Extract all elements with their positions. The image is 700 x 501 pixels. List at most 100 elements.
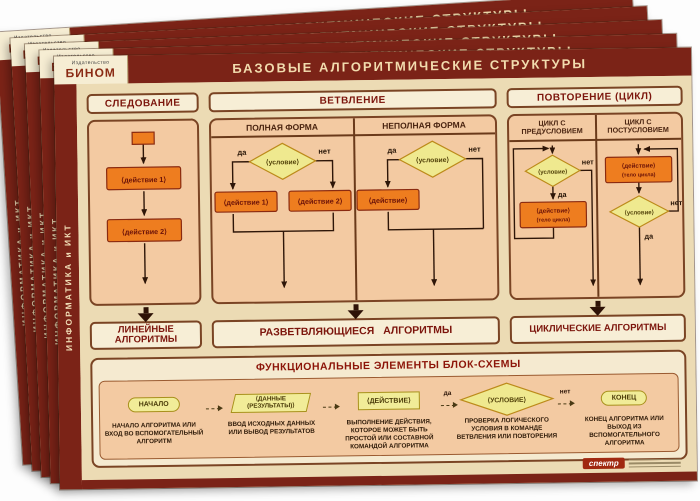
legend-item-desc: НАЧАЛО АЛГОРИТМА ИЛИ ВХОД ВО ВСПОМОГАТЕЛ…: [104, 421, 204, 446]
flow-arrow-yes-icon: да: [439, 382, 456, 452]
no-label: нет: [468, 145, 481, 154]
diamond-label: ⟨УСЛОВИЕ⟩: [487, 396, 526, 405]
full-form-column: ⟨условие⟩ да нет ⟨действие 1⟩ ⟨действие …: [211, 136, 355, 298]
caption-linear-algorithms: ЛИНЕЙНЫЕ АЛГОРИТМЫ: [89, 320, 203, 350]
condition-diamond: [608, 195, 670, 228]
condition-label: ⟨условие⟩: [538, 169, 568, 176]
post-loop-flowchart-svg: ⟨действие⟩ (тело цикла) ⟨условие⟩ нет да: [604, 144, 683, 286]
diamond-shape: [458, 382, 555, 416]
partial-form-column: ⟨условие⟩ да нет ⟨действие⟩: [353, 134, 497, 296]
loop-body-box: [604, 155, 673, 184]
no-label: нет: [559, 388, 571, 396]
action1-box: [105, 166, 182, 191]
yes-label: да: [443, 389, 452, 398]
action-label: ⟨действие⟩: [369, 196, 408, 206]
action2-label: ⟨действие 2⟩: [298, 196, 343, 206]
yes-label: да: [558, 190, 568, 199]
spektr-logo: спектр: [582, 456, 681, 470]
caption-branching-algorithms: РАЗВЕТВЛЯЮЩИЕСЯ АЛГОРИТМЫ: [211, 316, 501, 349]
legend-item-desc: ВВОД ИСХОДНЫХ ДАННЫХ ИЛИ ВЫВОД РЕЗУЛЬТАТ…: [227, 419, 316, 436]
legend-item-condition: ⟨УСЛОВИЕ⟩ ПРОВЕРКА ЛОГИЧЕСКОГО УСЛОВИЯ В…: [455, 380, 558, 451]
no-label: нет: [670, 198, 682, 207]
poster-front: Издательство БИНОМ БАЗОВЫЕ АЛГОРИТМИЧЕСК…: [54, 47, 697, 490]
loop-body-sublabel: (тело цикла): [622, 172, 656, 178]
loop-title: ПОВТОРЕНИЕ (ЦИКЛ): [506, 85, 683, 109]
sequence-title: СЛЕДОВАНИЕ: [86, 92, 199, 115]
arrow-to-cyclic-caption: [589, 300, 606, 317]
terminator-shape: КОНЕЦ: [600, 389, 648, 406]
publisher-logo: Издательство БИНОМ: [54, 55, 129, 85]
sequence-flowchart-svg: ⟨действие 1⟩ ⟨действие 2⟩: [105, 131, 183, 285]
flow-arrow-icon: [322, 384, 339, 454]
shape-zone: ⟨УСЛОВИЕ⟩: [455, 380, 557, 417]
action2-box: [288, 189, 352, 212]
section-branching: ВЕТВЛЕНИЕ ПОЛНАЯ ФОРМА НЕПОЛНАЯ ФОРМА: [208, 88, 500, 305]
publisher-name: БИНОМ: [65, 65, 116, 81]
shape-zone: ⟨ДЕЙСТВИЕ⟩: [338, 382, 440, 419]
condition-diamond: [524, 154, 582, 188]
loop-body-box: [519, 200, 588, 229]
loop-flowcharts: ЦИКЛ С ПРЕДУСЛОВИЕМ ЦИКЛ С ПОСТУСЛОВИЕМ: [506, 111, 686, 301]
pre-loop-label: ЦИКЛ С ПРЕДУСЛОВИЕМ: [521, 118, 583, 136]
shape-zone: НАЧАЛО: [103, 385, 205, 422]
sequence-flowchart: ⟨действие 1⟩ ⟨действие 2⟩: [86, 118, 202, 306]
branching-columns: ⟨условие⟩ да нет ⟨действие 1⟩ ⟨действие …: [211, 134, 497, 298]
fine-print-lines: [628, 456, 681, 469]
section-sequence: СЛЕДОВАНИЕ ⟨действие 1⟩ ⟨действие 2⟩: [86, 92, 202, 306]
full-form-label: ПОЛНАЯ ФОРМА: [246, 121, 319, 133]
legend-item-desc: ВЫПОЛНЕНИЕ ДЕЙСТВИЯ, КОТОРОЕ МОЖЕТ БЫТЬ …: [345, 418, 434, 450]
action-box: [356, 188, 420, 211]
legend-section: ФУНКЦИОНАЛЬНЫЕ ЭЛЕМЕНТЫ БЛОК-СХЕМЫ НАЧАЛ…: [90, 349, 688, 468]
legend-item-data: ⟨ДАННЫЕ (РЕЗУЛЬТАТЫ)⟩ ВВОД ИСХОДНЫХ ДАНН…: [220, 384, 323, 455]
entry-block: [131, 131, 155, 145]
no-label: нет: [582, 157, 594, 166]
terminator-shape: НАЧАЛО: [127, 396, 180, 412]
flow-arrow-no-icon: нет: [557, 380, 574, 450]
post-loop-column: ⟨действие⟩ (тело цикла) ⟨условие⟩ нет да: [595, 140, 683, 295]
yes-label: да: [644, 232, 654, 241]
legend-panel: НАЧАЛО НАЧАЛО АЛГОРИТМА ИЛИ ВХОД ВО ВСПО…: [98, 372, 680, 460]
post-loop-label: ЦИКЛ С ПОСТУСЛОВИЕМ: [607, 117, 669, 135]
yes-label: да: [387, 146, 397, 155]
arrow-to-branching-caption: [347, 304, 364, 320]
pre-loop-column: ⟨условие⟩ нет да ⟨действие⟩ (тело цикла): [509, 141, 597, 296]
caption-cyclic-algorithms: ЦИКЛИЧЕСКИЕ АЛГОРИТМЫ: [509, 313, 687, 345]
poster-body: СЛЕДОВАНИЕ ⟨действие 1⟩ ⟨действие 2⟩: [76, 75, 697, 490]
legend-item-desc: ПРОВЕРКА ЛОГИЧЕСКОГО УСЛОВИЯ В КОМАНДЕ В…: [456, 416, 558, 441]
shape-zone: ⟨ДАННЫЕ (РЕЗУЛЬТАТЫ)⟩: [220, 384, 322, 421]
section-loop: ПОВТОРЕНИЕ (ЦИКЛ) ЦИКЛ С ПРЕДУСЛОВИЕМ ЦИ…: [506, 85, 686, 301]
diamond-shape-svg: ⟨УСЛОВИЕ⟩: [458, 382, 555, 416]
arrow-to-linear-caption: [137, 307, 154, 323]
branching-flowcharts: ПОЛНАЯ ФОРМА НЕПОЛНАЯ ФОРМА: [208, 114, 500, 305]
sidebar-text: ИНФОРМАТИКА и ИКТ: [62, 222, 75, 351]
full-form-flowchart-svg: ⟨условие⟩ да нет ⟨действие 1⟩ ⟨действие …: [214, 142, 352, 289]
branching-title: ВЕТВЛЕНИЕ: [208, 88, 497, 113]
legend-item-action: ⟨ДЕЙСТВИЕ⟩ ВЫПОЛНЕНИЕ ДЕЙСТВИЯ, КОТОРОЕ …: [338, 382, 441, 453]
pre-loop-flowchart-svg: ⟨условие⟩ нет да ⟨действие⟩ (тело цикла): [512, 145, 597, 287]
condition-label: ⟨условие⟩: [624, 209, 654, 216]
loop-body-label: ⟨действие⟩: [622, 162, 656, 169]
rectangle-shape: ⟨ДЕЙСТВИЕ⟩: [357, 391, 420, 411]
yes-label: да: [237, 148, 247, 157]
action1-label: ⟨действие 1⟩: [224, 197, 269, 207]
action1-box: [214, 190, 278, 213]
loop-body-sublabel: (тело цикла): [537, 217, 571, 223]
legend-item-start: НАЧАЛО НАЧАЛО АЛГОРИТМА ИЛИ ВХОД ВО ВСПО…: [103, 385, 206, 456]
partial-form-label: НЕПОЛНАЯ ФОРМА: [382, 119, 466, 131]
legend-item-end: КОНЕЦ КОНЕЦ АЛГОРИТМА ИЛИ ВЫХОД ИЗ ВСПОМ…: [573, 379, 676, 450]
action1-label: ⟨действие 1⟩: [121, 175, 166, 185]
legend-item-desc: КОНЕЦ АЛГОРИТМА ИЛИ ВЫХОД ИЗ ВСПОМОГАТЕЛ…: [584, 414, 664, 447]
no-label: нет: [318, 147, 331, 156]
condition-diamond: [398, 140, 467, 178]
condition-label: ⟨условие⟩: [266, 158, 300, 166]
condition-label: ⟨условие⟩: [416, 156, 450, 164]
loop-body-label: ⟨действие⟩: [536, 207, 570, 214]
partial-form-flowchart-svg: ⟨условие⟩ да нет ⟨действие⟩: [356, 140, 485, 287]
shape-zone: КОНЕЦ: [573, 379, 675, 416]
flow-arrow-icon: [204, 385, 221, 455]
action2-label: ⟨действие 2⟩: [122, 227, 167, 237]
parallelogram-label: ⟨ДАННЫЕ (РЕЗУЛЬТАТЫ)⟩: [247, 394, 296, 410]
legend-title: ФУНКЦИОНАЛЬНЫЕ ЭЛЕМЕНТЫ БЛОК-СХЕМЫ: [255, 357, 521, 374]
condition-diamond: [248, 142, 317, 180]
